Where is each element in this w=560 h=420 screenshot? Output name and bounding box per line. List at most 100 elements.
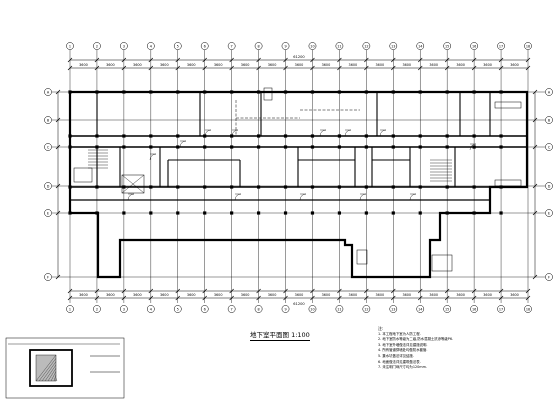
dimension-tick (498, 295, 504, 301)
dimension-text: 3600 (376, 293, 385, 297)
dimension-tick (55, 210, 61, 216)
hatch-line (47, 368, 57, 382)
structural-column (283, 134, 288, 138)
structural-column (203, 185, 207, 189)
note-item: 7. 未注明门垛尺寸均为120mm. (378, 365, 427, 370)
dimension-text: 3600 (376, 63, 385, 67)
dimension-text: 3600 (133, 293, 142, 297)
row-axis-bubble-circle (545, 182, 553, 190)
sump-pit (356, 249, 368, 265)
structural-column (418, 134, 422, 138)
dimension-tick (121, 288, 127, 294)
dimension-tick (256, 288, 261, 294)
structural-column (364, 90, 368, 94)
column-axis-bubble-label: 3 (123, 44, 125, 48)
dimension-tick (55, 183, 61, 189)
dimension-tick (337, 65, 342, 71)
column-axis-bubble-label: 8 (258, 307, 260, 311)
structural-column (364, 185, 368, 189)
column-axis-bubble-circle (470, 42, 478, 50)
door-swing (344, 129, 352, 137)
column-axis-bubble-circle (200, 42, 209, 50)
structural-column (283, 185, 288, 189)
key-plan-frame (5, 337, 125, 399)
column-axis-bubble-label: 5 (177, 44, 179, 48)
structural-column (337, 185, 342, 189)
structural-column (418, 185, 422, 189)
door-swing (149, 153, 157, 161)
dimension-text: 3600 (295, 293, 304, 297)
dimension-tick (471, 65, 477, 71)
dimension-text: 3600 (214, 63, 223, 67)
detail-key-plan (5, 337, 125, 399)
door-swing (231, 129, 239, 137)
dimension-tick (175, 65, 181, 71)
structural-column (230, 145, 234, 149)
column-axis-bubble-circle (120, 305, 128, 313)
structural-column (122, 145, 126, 149)
equipment-tag (494, 179, 522, 187)
dimension-tick (525, 57, 531, 63)
column-axis-bubble-circle (416, 305, 425, 313)
column-axis-bubble-label: 14 (418, 44, 422, 48)
row-axis-bubble-label: F (548, 275, 550, 279)
dimension-tick (175, 288, 181, 294)
dimension-text: 3600 (402, 293, 411, 297)
column-axis-bubble-circle (497, 305, 505, 313)
column-axis-bubble-circle (362, 305, 371, 313)
structural-column (337, 134, 342, 138)
row-axis-bubble-label: A (548, 90, 551, 94)
row-axis-bubble-circle (44, 116, 52, 124)
structural-column (445, 185, 449, 189)
column-axis-bubble-label: 11 (337, 307, 341, 311)
structural-column (176, 185, 180, 189)
column-axis-bubble-label: 12 (364, 307, 368, 311)
structural-column (472, 145, 476, 149)
column-axis-bubble-label: 7 (231, 44, 233, 48)
column-axis-bubble-circle (470, 305, 478, 313)
column-axis-bubble-label: 10 (310, 44, 314, 48)
column-axis-bubble-label: 13 (391, 307, 395, 311)
structural-column (445, 145, 449, 149)
hatch-line (35, 354, 57, 382)
column-axis-bubble-label: 10 (310, 307, 314, 311)
door-swing (409, 193, 417, 201)
dimension-tick (94, 295, 100, 301)
structural-column (95, 134, 99, 138)
hatch-line (53, 374, 57, 382)
structural-column (256, 90, 261, 94)
column-axis-bubble-label: 6 (204, 307, 206, 311)
row-axis-bubble-label: D (47, 184, 50, 188)
hatch-line (44, 364, 57, 382)
structural-column (310, 145, 315, 149)
row-axis-bubble-circle (44, 88, 52, 96)
equipment-base (431, 254, 453, 272)
note-item: 1. 本工程地下室为人防工程. (378, 331, 421, 336)
dimension-tick (94, 57, 100, 63)
structural-column (472, 90, 476, 94)
column-axis-bubble-circle (389, 305, 398, 313)
dimension-text: 3600 (241, 63, 250, 67)
structural-column (176, 145, 180, 149)
dimension-text: 3600 (483, 293, 492, 297)
notes-heading: 注: (378, 326, 384, 331)
column-axis-bubble-circle (524, 42, 532, 50)
structural-column (499, 134, 503, 138)
equipment-tag (494, 101, 522, 109)
structural-column (283, 211, 288, 215)
column-axis-bubble-label: 6 (204, 44, 206, 48)
column-axis-bubble-circle (308, 305, 317, 313)
structural-column (337, 90, 342, 94)
column-axis-bubble-circle (416, 42, 425, 50)
dimension-tick (337, 295, 342, 301)
dimension-tick (256, 65, 261, 71)
column-axis-bubble-label: 5 (177, 307, 179, 311)
dimension-tick (202, 288, 207, 294)
door-swing (319, 129, 327, 137)
row-axis-bubble-label: E (548, 211, 550, 215)
structural-column (391, 185, 395, 189)
row-axis-bubble-circle (545, 209, 553, 217)
column-axis-bubble-circle (93, 305, 101, 313)
axis-bubbles: 1122334455667788991010111112121313141415… (44, 42, 553, 313)
column-axis-bubble-label: 7 (231, 307, 233, 311)
